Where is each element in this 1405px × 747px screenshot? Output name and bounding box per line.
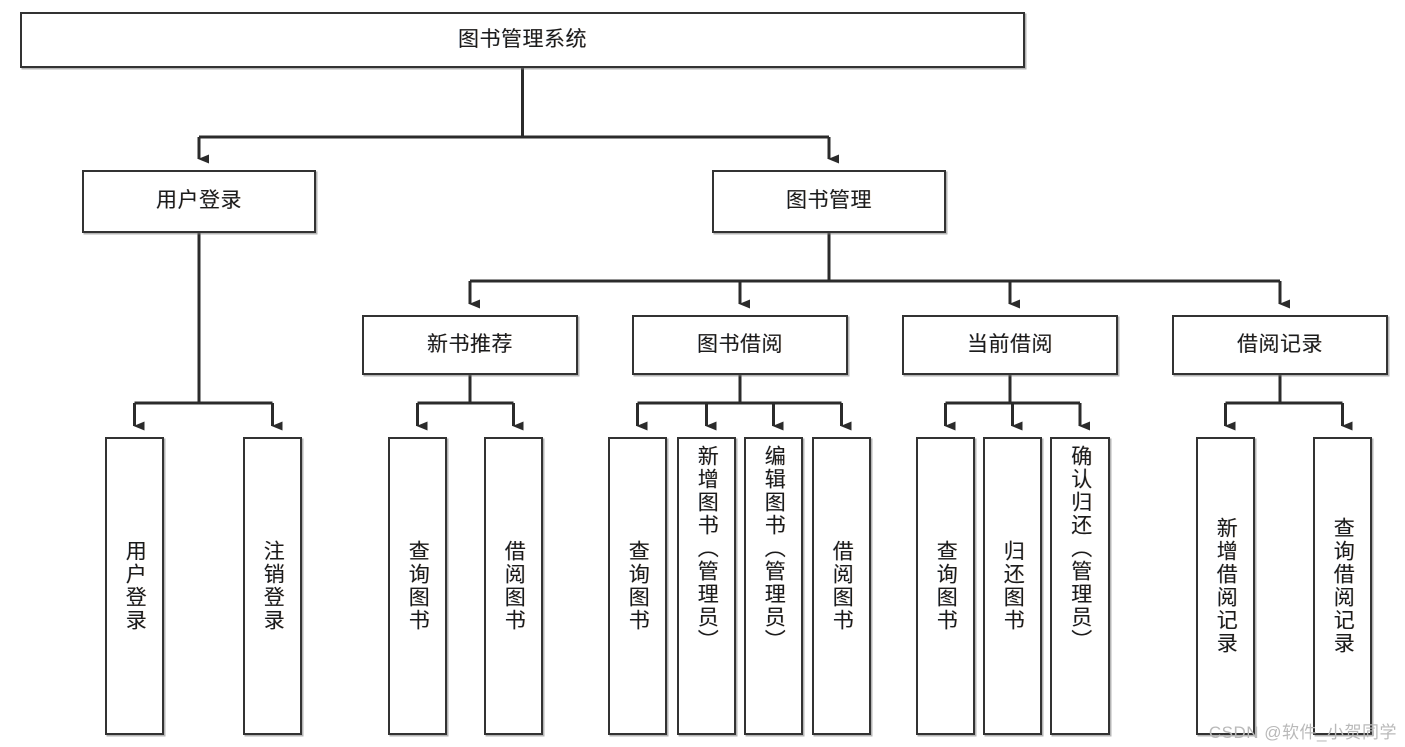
node-label: 新增借阅记录 xyxy=(1214,517,1238,655)
node-label: 确认归还（管理员） xyxy=(1068,445,1092,652)
node-leaf-borrow-book-1[interactable]: 借阅图书 xyxy=(484,437,543,735)
node-leaf-user-login[interactable]: 用户登录 xyxy=(105,437,164,735)
node-leaf-query-book-3[interactable]: 查询图书 xyxy=(916,437,975,735)
node-label: 新增图书（管理员） xyxy=(695,445,719,652)
node-label: 查询图书 xyxy=(626,540,650,632)
watermark-text: CSDN @软件_小贺同学 xyxy=(1208,723,1397,742)
node-label: 编辑图书（管理员） xyxy=(762,445,786,652)
node-label: 查询图书 xyxy=(406,540,430,632)
node-leaf-borrow-book-2[interactable]: 借阅图书 xyxy=(812,437,871,735)
node-label: 查询借阅记录 xyxy=(1331,517,1355,655)
node-label: 用户登录 xyxy=(123,540,147,632)
node-label: 借阅记录 xyxy=(1237,332,1323,356)
node-label: 图书借阅 xyxy=(697,332,783,356)
node-user-login[interactable]: 用户登录 xyxy=(82,170,316,233)
node-root-system[interactable]: 图书管理系统 xyxy=(20,12,1025,68)
node-label: 图书管理系统 xyxy=(458,27,587,51)
node-leaf-user-logout[interactable]: 注销登录 xyxy=(243,437,302,735)
node-leaf-query-book-2[interactable]: 查询图书 xyxy=(608,437,667,735)
node-label: 借阅图书 xyxy=(830,540,854,632)
node-label: 查询图书 xyxy=(934,540,958,632)
node-borrow-record[interactable]: 借阅记录 xyxy=(1172,315,1388,375)
node-leaf-query-book-1[interactable]: 查询图书 xyxy=(388,437,447,735)
node-leaf-query-record[interactable]: 查询借阅记录 xyxy=(1313,437,1372,735)
node-book-manage[interactable]: 图书管理 xyxy=(712,170,946,233)
node-leaf-confirm-return[interactable]: 确认归还（管理员） xyxy=(1050,437,1110,735)
node-leaf-edit-book[interactable]: 编辑图书（管理员） xyxy=(744,437,803,735)
node-label: 用户登录 xyxy=(156,189,242,213)
node-label: 图书管理 xyxy=(786,189,872,213)
node-label: 借阅图书 xyxy=(502,540,526,632)
node-label: 新书推荐 xyxy=(427,332,513,356)
node-book-borrow[interactable]: 图书借阅 xyxy=(632,315,848,375)
node-label: 归还图书 xyxy=(1001,540,1025,632)
node-leaf-return-book[interactable]: 归还图书 xyxy=(983,437,1042,735)
node-new-book-rec[interactable]: 新书推荐 xyxy=(362,315,578,375)
node-label: 注销登录 xyxy=(261,540,285,632)
node-leaf-add-record[interactable]: 新增借阅记录 xyxy=(1196,437,1255,735)
node-label: 当前借阅 xyxy=(967,332,1053,356)
node-leaf-add-book[interactable]: 新增图书（管理员） xyxy=(677,437,736,735)
node-current-borrow[interactable]: 当前借阅 xyxy=(902,315,1118,375)
